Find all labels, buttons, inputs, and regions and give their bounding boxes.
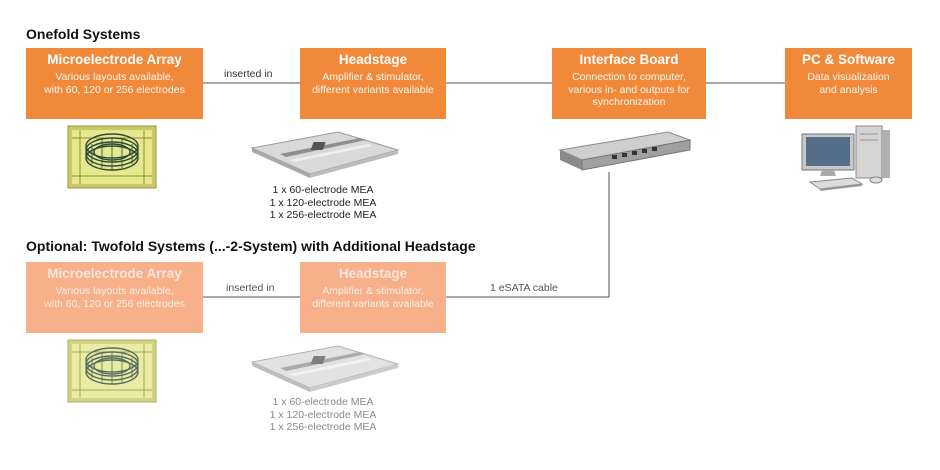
section-title-onefold: Onefold Systems [26, 26, 141, 42]
interface-desc-line3: synchronization [592, 96, 666, 108]
pc-desc-line1: Data visualization [807, 71, 890, 83]
pc-desc-line2: and analysis [819, 83, 878, 96]
variants-list: 1 x 60-electrode MEA 1 x 120-electrode M… [248, 184, 398, 222]
headstage-box-optional: Headstage Amplifier & stimulator, differ… [300, 262, 446, 333]
mea-chip-icon [67, 125, 157, 189]
interface-desc-line2: various in- and outputs for [568, 83, 690, 96]
mea-box-title: Microelectrode Array [47, 52, 182, 67]
headstage-desc-line1: Amplifier & stimulator, [322, 71, 424, 83]
variant2-60: 1 x 60-electrode MEA [272, 396, 374, 408]
link-label-inserted-in-optional: inserted in [226, 282, 275, 294]
headstage-box-title: Headstage [338, 52, 408, 67]
headstage-device-icon-optional [250, 345, 400, 392]
headstage2-box-desc: Amplifier & stimulator, different varian… [300, 285, 446, 310]
link-label-inserted-in: inserted in [224, 68, 273, 80]
headstage2-desc-line2: different variants available [312, 297, 434, 310]
mea2-box-title: Microelectrode Array [47, 266, 182, 281]
cable-label-esata: 1 eSATA cable [490, 282, 558, 294]
interface-desc-line1: Connection to computer, [572, 71, 686, 83]
mea-desc-line1: Various layouts available, [55, 71, 174, 83]
pc-workstation-icon [801, 125, 890, 191]
interface-board-box: Interface Board Connection to computer, … [552, 48, 706, 119]
pc-box-desc: Data visualization and analysis [785, 71, 912, 96]
variant2-120: 1 x 120-electrode MEA [269, 408, 377, 421]
interface-box-desc: Connection to computer, various in- and … [552, 71, 706, 109]
headstage-box: Headstage Amplifier & stimulator, differ… [300, 48, 446, 119]
variant-120: 1 x 120-electrode MEA [269, 196, 377, 209]
interface-box-title: Interface Board [579, 52, 679, 67]
mea-chip-icon-optional [67, 339, 157, 403]
variant2-256: 1 x 256-electrode MEA [269, 421, 377, 433]
pc-software-box: PC & Software Data visualization and ana… [785, 48, 912, 119]
headstage-device-icon [250, 131, 400, 178]
mea2-desc-line2: with 60, 120 or 256 electrodes [44, 297, 185, 310]
headstage-box-desc: Amplifier & stimulator, different varian… [300, 71, 446, 96]
headstage2-box-title: Headstage [338, 266, 408, 281]
mea-box: Microelectrode Array Various layouts ava… [26, 48, 203, 119]
variants-list-optional: 1 x 60-electrode MEA 1 x 120-electrode M… [248, 396, 398, 434]
mea-box-optional: Microelectrode Array Various layouts ava… [26, 262, 203, 333]
mea2-desc-line1: Various layouts available, [55, 285, 174, 297]
headstage-desc-line2: different variants available [312, 83, 434, 96]
headstage2-desc-line1: Amplifier & stimulator, [322, 285, 424, 297]
section-title-twofold: Optional: Twofold Systems (...-2-System)… [26, 238, 476, 254]
variant-256: 1 x 256-electrode MEA [269, 209, 377, 221]
mea2-box-desc: Various layouts available, with 60, 120 … [26, 285, 203, 310]
pc-box-title: PC & Software [801, 52, 896, 67]
interface-board-icon [558, 131, 692, 171]
line-headstage2-interface [446, 172, 610, 298]
mea-box-desc: Various layouts available, with 60, 120 … [26, 71, 203, 96]
variant-60: 1 x 60-electrode MEA [272, 184, 374, 196]
mea-desc-line2: with 60, 120 or 256 electrodes [44, 83, 185, 96]
